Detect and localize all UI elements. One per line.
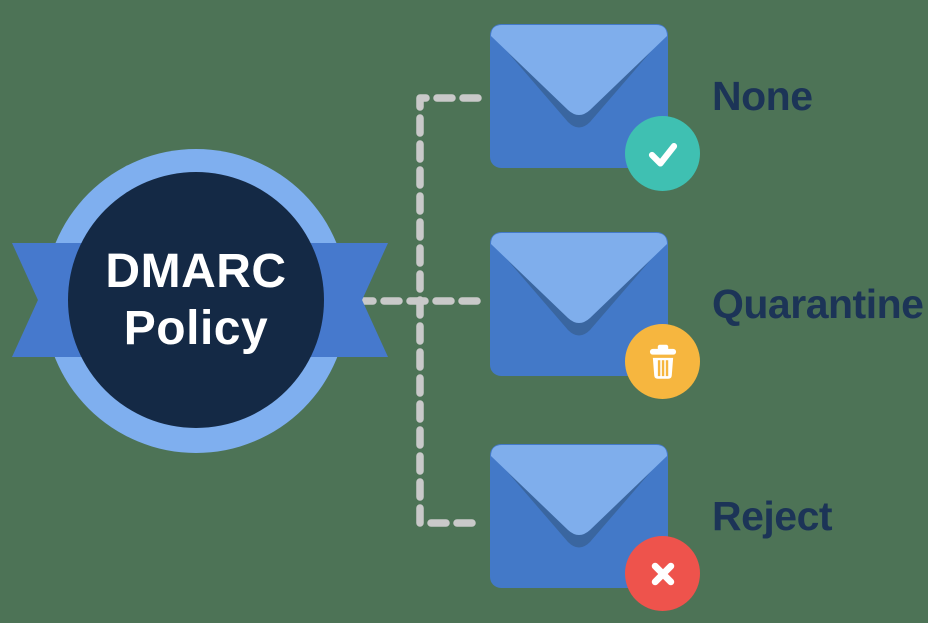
envelope-icon (490, 232, 668, 376)
policy-label-none: None (712, 72, 813, 119)
policy-label-quarantine: Quarantine (712, 280, 924, 327)
badge-title: DMARC Policy (105, 243, 286, 357)
policy-row-reject: Reject (490, 444, 928, 611)
connector-branch-path (416, 94, 482, 527)
status-badge-quarantine (625, 324, 700, 399)
envelope-icon (490, 24, 668, 168)
badge-title-line2: Policy (123, 302, 269, 355)
envelope-flap (491, 233, 667, 323)
trash-icon (649, 344, 676, 379)
status-badge-none (625, 116, 700, 191)
envelope-flap (491, 445, 667, 535)
policy-label-reject: Reject (712, 492, 833, 539)
badge-title-line1: DMARC (105, 245, 287, 298)
envelope-icon (490, 444, 668, 588)
status-badge-reject (625, 536, 700, 611)
policy-row-quarantine: Quarantine (490, 232, 928, 399)
check-icon (648, 142, 677, 167)
badge-core: DMARC Policy (68, 172, 324, 428)
policy-row-none: None (490, 24, 928, 191)
cross-icon (651, 562, 674, 585)
envelope-flap (491, 25, 667, 115)
